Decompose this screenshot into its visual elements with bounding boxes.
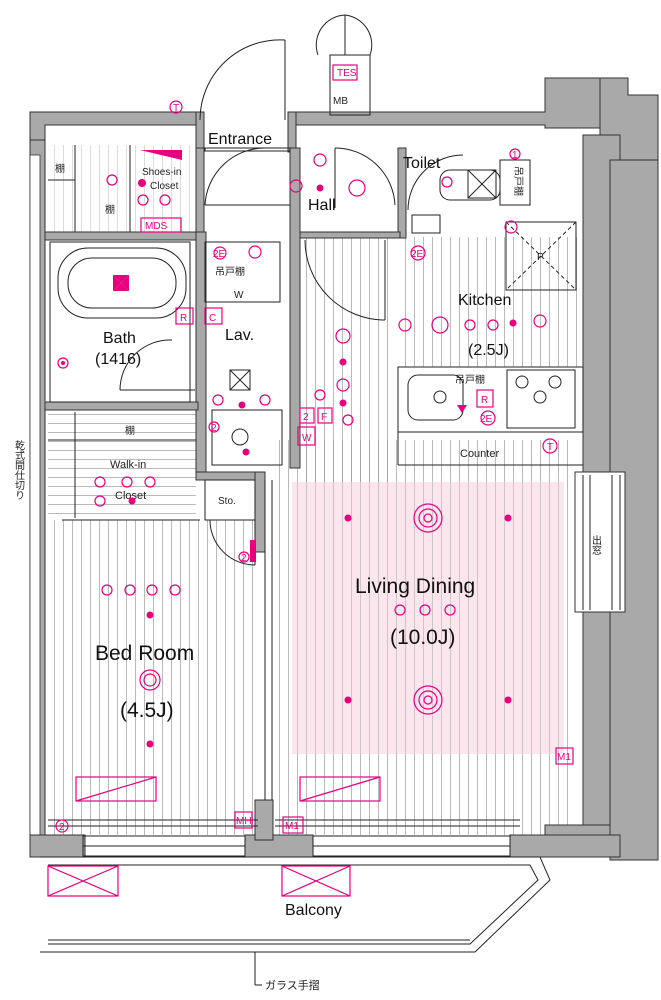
windows-bottom xyxy=(48,819,520,857)
hanging-shelf-toilet: 吊戸棚 xyxy=(512,166,525,196)
t-marker-top: T xyxy=(173,103,179,114)
w-label-hall: W xyxy=(302,433,312,444)
glass-rail-label: ガラス手摺 xyxy=(265,978,320,992)
bay-window: 出窓 xyxy=(582,475,621,610)
mds-label: MDS xyxy=(145,221,168,232)
walkin-label-1: Walk-in xyxy=(110,459,146,471)
shoes-in-label-2: Closet xyxy=(150,181,179,192)
w-label-lav: W xyxy=(234,290,244,301)
walkin-closet: 棚 Walk-in Closet xyxy=(48,412,200,521)
balcony: Balcony ガラス手摺 xyxy=(40,856,551,992)
shoes-in-label-1: Shoes-in xyxy=(142,167,181,178)
toilet: Toilet 1 吊戸棚 2E xyxy=(403,148,531,261)
num-2e-lav: 2E xyxy=(213,249,226,260)
bedroom-floor xyxy=(48,520,258,835)
num-2e-kitchen: 2E xyxy=(480,414,493,425)
hanging-shelf-kitchen: 吊戸棚 xyxy=(455,373,485,386)
t-marker-counter: T xyxy=(547,442,553,453)
bath-size: (1416) xyxy=(95,351,141,368)
c-label: C xyxy=(209,313,216,324)
living-label: Living Dining xyxy=(355,575,475,598)
hall: Hall F 2 W xyxy=(204,147,396,446)
shelf-label-3: 棚 xyxy=(125,424,135,437)
kitchen-label: Kitchen xyxy=(458,292,511,309)
shelf-label-2: 棚 xyxy=(105,203,115,216)
num-2-bedroom: 2 xyxy=(59,822,65,833)
m1-label-living: M1 xyxy=(557,752,571,763)
walkin-label-2: Closet xyxy=(115,490,146,502)
kitchen-size: (2.5J) xyxy=(468,342,509,359)
bedroom-label: Bed Room xyxy=(95,642,194,665)
walls xyxy=(29,77,659,861)
lav: 2E 吊戸棚 W C Lav. 2 xyxy=(204,241,283,466)
f-label: F xyxy=(321,412,327,423)
num-1-toilet: 1 xyxy=(512,150,518,161)
shelf-label-1: 棚 xyxy=(55,162,65,175)
num-2-hall: 2 xyxy=(303,412,309,423)
out-window-label: 出窓 xyxy=(590,534,602,555)
kitchen-floor xyxy=(398,237,583,367)
hall-label: Hall xyxy=(308,197,336,214)
p-label: P xyxy=(537,252,544,263)
shoes-closet: 棚 棚 Shoes-in Closet MDS xyxy=(48,145,182,233)
r-label-kitchen: R xyxy=(481,395,488,406)
lav-label: Lav. xyxy=(225,327,254,344)
living-size: (10.0J) xyxy=(390,626,455,649)
sto-label: Sto. xyxy=(218,496,236,507)
dry-partition-vertical: 乾式間仕切り xyxy=(13,439,25,500)
bedroom-size: (4.5J) xyxy=(120,699,174,722)
tes-label: TES xyxy=(337,68,357,79)
hanging-shelf-lav: 吊戸棚 xyxy=(215,265,245,278)
counter-label: Counter xyxy=(460,448,499,460)
num-2-lav: 2 xyxy=(211,423,217,434)
num-2e-toilet: 2E xyxy=(411,249,424,260)
toilet-label: Toilet xyxy=(403,155,441,172)
dry-partition-text: 乾式間仕切り xyxy=(13,439,25,500)
mb-label: MB xyxy=(333,96,348,107)
living-carpet-stripes xyxy=(292,482,564,754)
num-2-sto: 2 xyxy=(241,553,247,564)
bath-label: Bath xyxy=(103,330,136,347)
bath: Bath (1416) R xyxy=(49,241,195,403)
m1-label-bottom: M1 xyxy=(285,821,299,832)
living-dining: Living Dining (10.0J) M1 M1 xyxy=(282,503,574,834)
kitchen: P Kitchen (2.5J) 吊戸棚 R 2E Counter T xyxy=(397,220,584,466)
walkin-floor xyxy=(48,412,196,520)
shoes-floor xyxy=(48,145,198,235)
bedroom: Bed Room (4.5J) 2 MH xyxy=(55,584,253,833)
entrance-area: Entrance TES MB T xyxy=(169,14,373,152)
r-label-bath: R xyxy=(180,313,187,324)
storage: Sto. 2 xyxy=(204,479,273,800)
entrance-label: Entrance xyxy=(208,131,272,148)
balcony-label: Balcony xyxy=(285,902,342,919)
mh-label: MH xyxy=(236,816,252,827)
